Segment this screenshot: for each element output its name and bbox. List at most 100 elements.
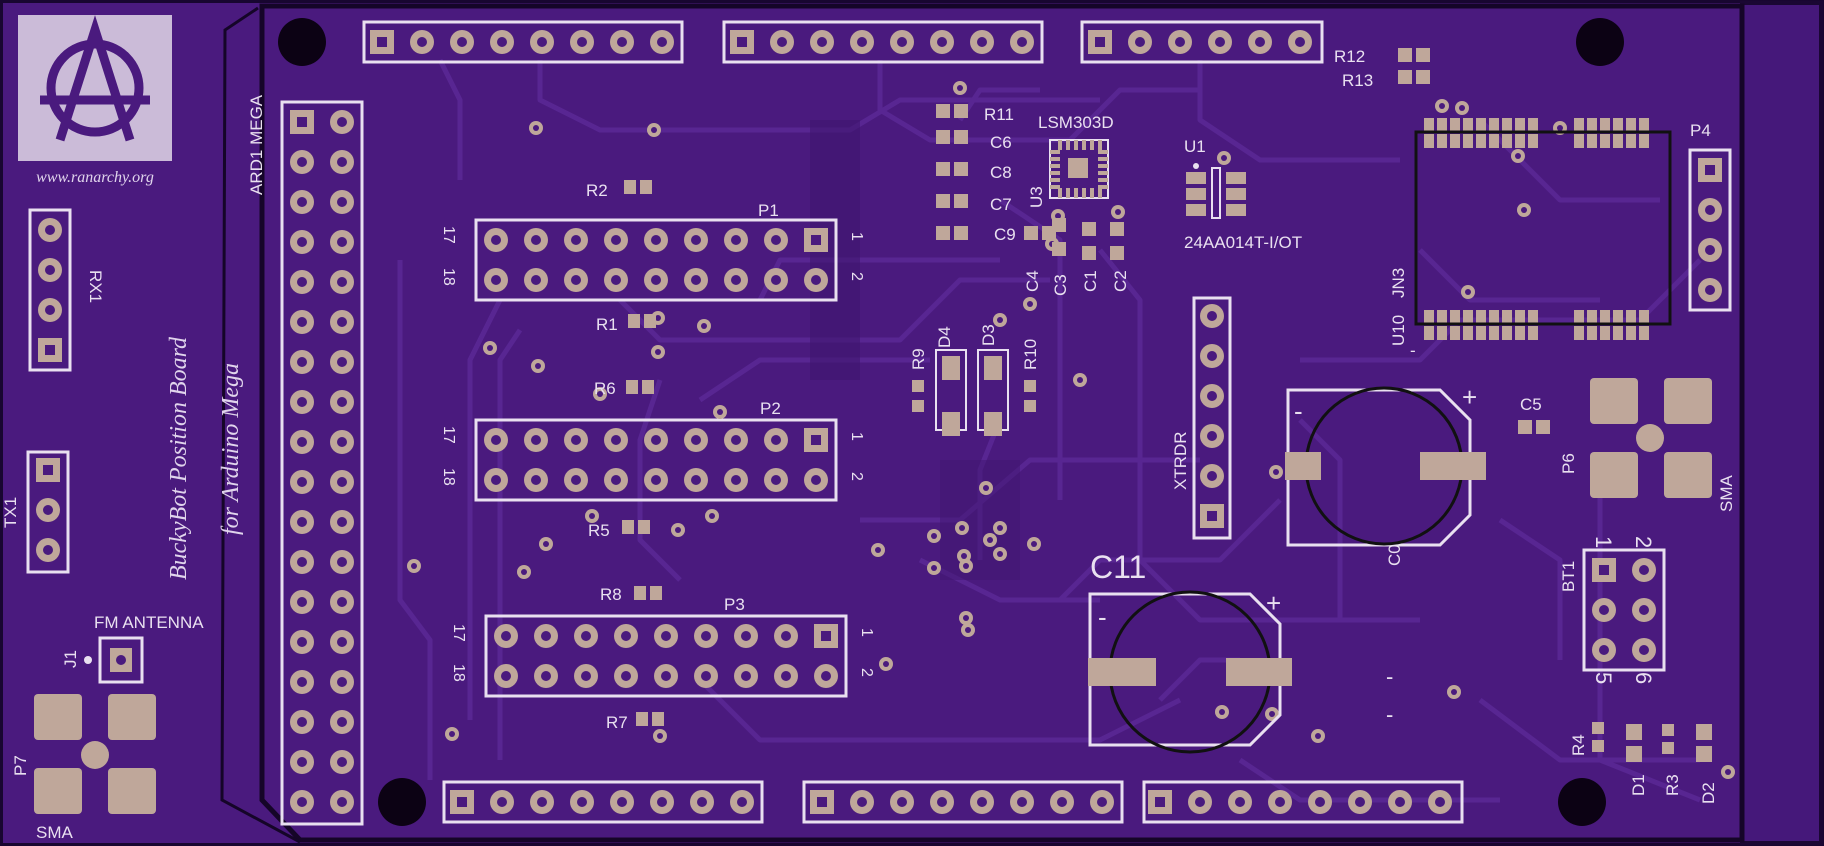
module-pad: [1450, 134, 1460, 148]
ic-pin: [1186, 188, 1206, 200]
eeprom-label: 24AA014T-I/OT: [1184, 233, 1302, 252]
resistor-r8: [634, 586, 662, 600]
bottom-header-3: [1142, 780, 1464, 824]
pad-drill: [691, 235, 701, 245]
via-drill: [655, 349, 661, 355]
pad-drill: [337, 397, 347, 407]
pad-drill: [337, 797, 347, 807]
ic-pin: [1186, 204, 1206, 216]
tx1-label: TX1: [1, 497, 20, 528]
pin-headers: [26, 20, 1732, 826]
capacitor-c9b: [1024, 226, 1056, 240]
r5-label: R5: [588, 521, 610, 540]
pad-drill: [337, 597, 347, 607]
u10-module-outline: [1414, 130, 1672, 326]
pad-drill: [337, 237, 347, 247]
r12-label: R12: [1334, 47, 1365, 66]
module-pad: [1489, 134, 1499, 148]
header-xtrdr-outline: [1192, 296, 1232, 540]
pad-drill: [377, 37, 387, 47]
via-drill: [543, 541, 549, 547]
pad-drill: [857, 797, 867, 807]
smd-pad: [954, 194, 968, 208]
pad-drill: [1599, 645, 1609, 655]
mega-header-outline: [280, 100, 364, 826]
p3-label: P3: [724, 595, 745, 614]
capacitor-c0: [1285, 386, 1486, 547]
ic-pin: [1098, 164, 1108, 168]
board-subtitle: for Arduino Mega: [218, 363, 244, 535]
anarchy-logo-icon: [40, 15, 150, 142]
via-drill: [931, 533, 937, 539]
module-pad: [1476, 326, 1486, 340]
p1-label: P1: [758, 201, 779, 220]
lsm303d-label: LSM303D: [1038, 113, 1114, 132]
via-drill: [1055, 213, 1061, 219]
via-drill: [963, 563, 969, 569]
smd-pad: [984, 356, 1002, 380]
bottom-header-1: [442, 780, 764, 824]
module-pad: [1424, 134, 1434, 148]
pad-drill: [497, 797, 507, 807]
header-p2-outline: [474, 418, 838, 502]
smd-pad: [954, 162, 968, 176]
pad-drill: [611, 475, 621, 485]
smd-pad: [1024, 226, 1038, 240]
u10-minus-label: -: [1410, 341, 1416, 360]
pad-drill: [337, 757, 347, 767]
smd-pad: [650, 586, 662, 600]
module-pad: [1626, 134, 1636, 148]
module-pad: [1476, 310, 1486, 324]
top-header-3-outline: [1080, 20, 1324, 64]
pad-drill: [337, 117, 347, 127]
r1-label: R1: [596, 315, 618, 334]
pad-drill: [531, 275, 541, 285]
smd-pad: [942, 412, 960, 436]
pad-drill: [337, 557, 347, 567]
smd-pad: [936, 194, 950, 208]
c5-label: C5: [1520, 395, 1542, 414]
c0-minus-label: -: [1294, 396, 1303, 426]
pad-drill: [1155, 797, 1165, 807]
c0-label: C0: [1385, 544, 1404, 566]
smd-pad: [1052, 218, 1066, 232]
resistor-r5: [622, 520, 650, 534]
pad-drill: [771, 475, 781, 485]
smd-pad: [936, 130, 950, 144]
ic-pin: [1058, 188, 1062, 198]
pad-drill: [617, 797, 627, 807]
pad-drill: [337, 197, 347, 207]
module-pad: [1587, 326, 1597, 340]
via-drill: [651, 127, 657, 133]
pad-drill: [537, 37, 547, 47]
mounting-hole: [278, 18, 326, 66]
pad-drill: [701, 631, 711, 641]
pad-drill: [297, 277, 307, 287]
module-pad: [1489, 118, 1499, 132]
smd-pad: [634, 586, 646, 600]
module-pad: [1613, 310, 1623, 324]
module-pad: [1574, 118, 1584, 132]
module-pad: [1600, 310, 1610, 324]
left-board-outline: [220, 6, 301, 844]
ic-pin: [1226, 204, 1246, 216]
module-pad: [1515, 310, 1525, 324]
smd-pad: [622, 520, 634, 534]
r9-label: R9: [909, 348, 928, 370]
pad-drill: [1207, 511, 1217, 521]
bt-minus-label: -: [1386, 664, 1393, 689]
module-pad: [1639, 118, 1649, 132]
pad-drill: [1435, 797, 1445, 807]
capacitor-c2: [1110, 222, 1124, 260]
via-drill: [961, 553, 967, 559]
via-drill: [1115, 209, 1121, 215]
via-drill: [1725, 769, 1731, 775]
ic-pin: [1098, 178, 1108, 182]
p1-pin1-label: 1: [848, 232, 865, 241]
bt1-pin5-label: 5: [1591, 672, 1616, 684]
pad-drill: [817, 797, 827, 807]
smd-pad: [1626, 724, 1642, 740]
module-pad: [1613, 326, 1623, 340]
module-pad: [1489, 310, 1499, 324]
ic-pin: [1050, 150, 1060, 154]
